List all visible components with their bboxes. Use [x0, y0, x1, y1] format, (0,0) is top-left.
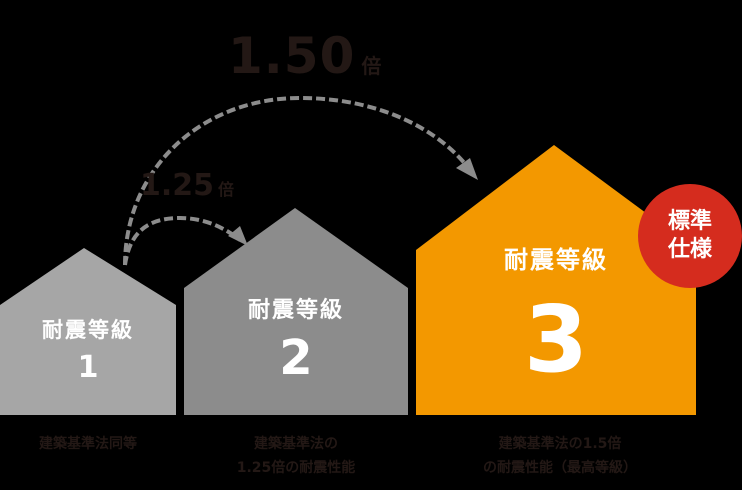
- small-arrowhead-icon: [228, 226, 248, 246]
- small-arc-arrow: [123, 215, 242, 266]
- caption-line: 建築基準法の: [254, 436, 338, 452]
- house-grade-2: [184, 208, 408, 415]
- caption-line: の耐震性能（最高等級）: [483, 460, 637, 476]
- house-2-label: 耐震等級: [247, 298, 344, 323]
- large-arc-arrow: [123, 95, 472, 266]
- house-2-grade: 2: [279, 330, 313, 386]
- badge-line-1: 標準: [667, 209, 712, 234]
- house-grade-3: [416, 145, 696, 415]
- ratio-small-unit: 倍: [218, 180, 235, 199]
- caption-line: 1.25倍の耐震性能: [236, 460, 356, 476]
- caption-line: 建築基準法の1.5倍: [498, 436, 622, 452]
- house-3-grade: 3: [523, 286, 588, 393]
- ratio-big-value: 1.50: [228, 27, 356, 85]
- house-1-label: 耐震等級: [42, 318, 134, 342]
- house-1-grade: 1: [77, 350, 99, 385]
- house-3-caption: 建築基準法の1.5倍 の耐震性能（最高等級）: [440, 432, 680, 480]
- house-3-label: 耐震等級: [504, 246, 608, 274]
- ratio-big-unit: 倍: [361, 54, 383, 78]
- ratio-small-value: 1.25: [140, 168, 215, 203]
- standard-spec-badge: 標準 仕様: [638, 184, 742, 288]
- house-1-caption: 建築基準法同等: [0, 432, 176, 456]
- large-arrowhead-icon: [456, 158, 478, 180]
- house-2-caption: 建築基準法の 1.25倍の耐震性能: [184, 432, 408, 480]
- house-grade-1: [0, 248, 176, 415]
- badge-line-2: 仕様: [667, 237, 712, 262]
- caption-line: 建築基準法同等: [39, 436, 137, 452]
